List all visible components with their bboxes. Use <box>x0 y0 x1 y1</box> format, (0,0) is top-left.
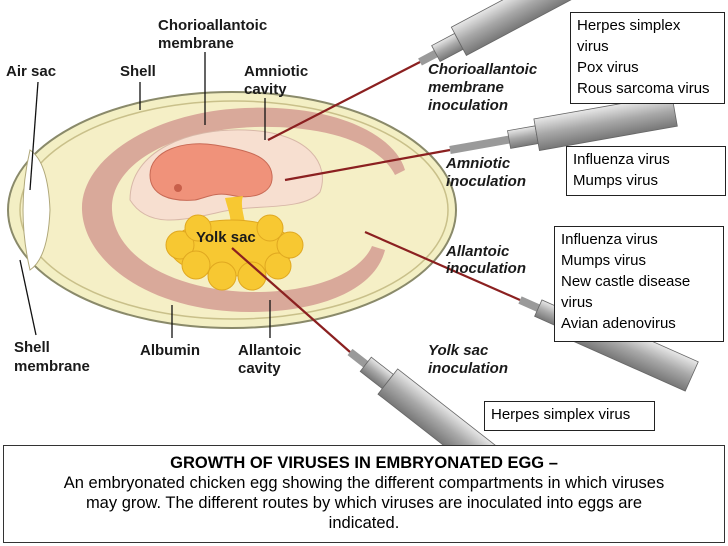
label-chorioallantoic-line1: Chorioallantoic <box>158 17 267 34</box>
box-allantoic-viruses: Influenza virus Mumps virus New castle d… <box>554 226 724 342</box>
pointer-lines <box>19 52 271 338</box>
label-amniotic-cavity-line2: cavity <box>244 81 287 98</box>
air-sac <box>22 149 51 271</box>
caption-box: GROWTH OF VIRUSES IN EMBRYONATED EGG – A… <box>3 445 725 543</box>
label-shell-membrane-line2: membrane <box>14 358 90 375</box>
caption-line: An embryonated chicken egg showing the d… <box>63 474 665 492</box>
syringe-cam <box>418 0 591 66</box>
caption-line: may grow. The different routes by which … <box>85 494 643 512</box>
label-shell-membrane-line1: Shell <box>14 339 50 356</box>
box-allantoic-line: Influenza virus <box>561 231 658 248</box>
label-amniotic-cavity-line1: Amniotic <box>244 63 308 80</box>
route-yolk-line2: inoculation <box>428 360 508 377</box>
box-cam-line: Pox virus <box>577 59 639 76</box>
box-amniotic-line: Mumps virus <box>573 172 659 189</box>
label-shell: Shell <box>120 63 156 80</box>
syringe-amniotic <box>449 94 678 154</box>
box-allantoic-line: Avian adenovirus <box>561 315 676 332</box>
caption-line: indicated. <box>328 514 400 532</box>
box-amniotic-line: Influenza virus <box>573 151 670 168</box>
label-air-sac: Air sac <box>6 63 56 80</box>
box-allantoic-line: virus <box>561 294 593 311</box>
route-amniotic-line2: inoculation <box>446 173 526 190</box>
caption-title: GROWTH OF VIRUSES IN EMBRYONATED EGG – <box>170 454 558 472</box>
box-cam-viruses: Herpes simplex virus Pox virus Rous sarc… <box>570 12 725 104</box>
route-cam-line1: Chorioallantoic <box>428 61 538 78</box>
box-allantoic-line: New castle disease <box>561 273 691 290</box>
route-allantoic-line2: inoculation <box>446 260 526 277</box>
route-cam-line2: membrane <box>428 79 504 96</box>
box-cam-line: Herpes simplex <box>577 17 681 34</box>
route-allantoic-line1: Allantoic <box>445 243 510 260</box>
label-albumin: Albumin <box>140 342 200 359</box>
box-cam-line: Rous sarcoma virus <box>577 80 710 97</box>
box-cam-line: virus <box>577 38 609 55</box>
inoculation-lines <box>231 61 521 353</box>
box-amniotic-viruses: Influenza virus Mumps virus <box>566 146 726 196</box>
embryo-eye <box>174 184 182 192</box>
box-allantoic-line: Mumps virus <box>561 252 647 269</box>
route-yolk-line1: Yolk sac <box>428 342 489 359</box>
label-yolk-sac: Yolk sac <box>196 229 256 246</box>
route-amniotic-line1: Amniotic <box>445 155 511 172</box>
label-allantoic-cavity-line2: cavity <box>238 360 281 377</box>
box-yolk-line: Herpes simplex virus <box>491 406 631 423</box>
route-cam-line3: inoculation <box>428 97 508 114</box>
label-chorioallantoic-line2: membrane <box>158 35 234 52</box>
label-allantoic-cavity-line1: Allantoic <box>238 342 301 359</box>
box-yolk-viruses: Herpes simplex virus <box>484 401 655 431</box>
yolk-sac <box>165 214 304 291</box>
